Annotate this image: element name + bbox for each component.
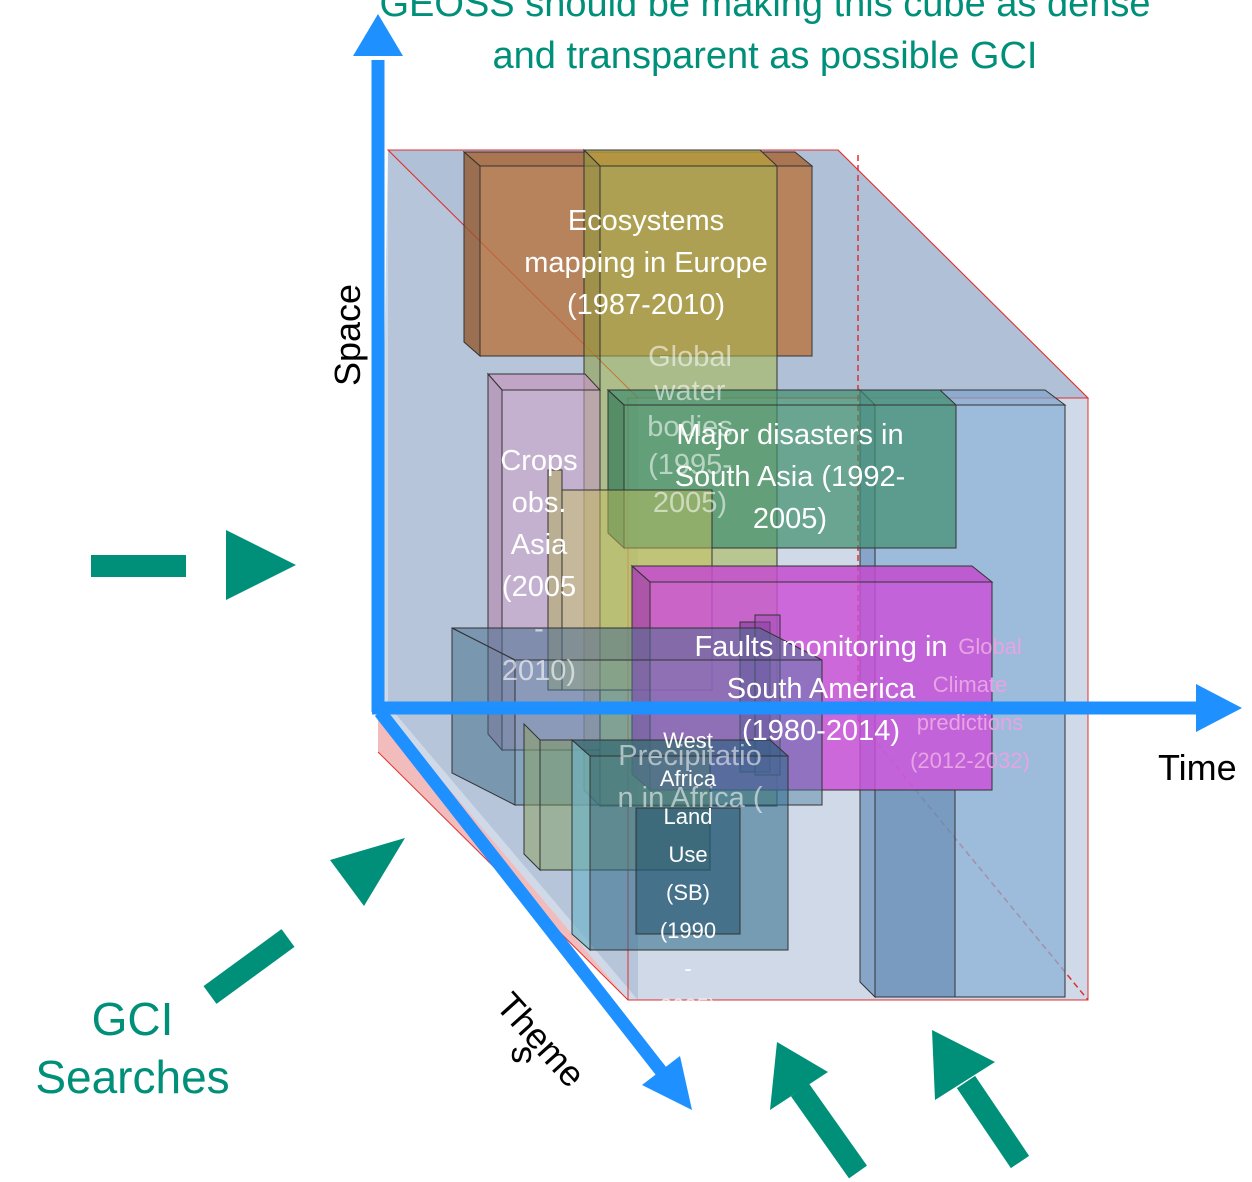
- themes-axis-line: [374, 707, 674, 1085]
- label-climate: Global Climate predictions (2012-2032): [910, 634, 1030, 773]
- label-water: Global water bodies (1995- 2005): [647, 341, 733, 519]
- label-disasters: Major disasters in South Asia (1992- 200…: [674, 419, 906, 535]
- box-westafrica: [570, 738, 790, 952]
- axes: [353, 14, 1242, 1110]
- label-crops: Crops obs. Asia (2005 - 2010): [500, 445, 578, 687]
- gci-arrows: [91, 530, 1030, 1179]
- time-axis-label: Time: [1158, 747, 1237, 788]
- label-westafrica: West Africa Land Use (SB) (1990 - 2005): [659, 728, 717, 1019]
- gci-bottom-arrowhead-2: [932, 1030, 995, 1100]
- gci-bottom-shaft-2: [956, 1075, 1030, 1169]
- label-ecosystems: Ecosystems mapping in Europe (1987-2010): [524, 205, 768, 321]
- gci-arrow-right: [226, 530, 296, 600]
- box-disasters: [606, 388, 958, 550]
- gci-searches-line-1: GCI: [91, 993, 174, 1045]
- gci-bottom-arrowhead-1: [770, 1042, 828, 1110]
- cube-edge-right: [837, 149, 1089, 399]
- title-line-2: and transparent as possible GCI: [492, 35, 1038, 77]
- themes-label-line-2: s: [498, 1046, 539, 1064]
- time-axis-arrowhead: [1196, 684, 1242, 732]
- diagram-title: GEOSS should be making this cube as dens…: [300, 0, 1230, 82]
- space-axis-label: Space: [327, 283, 368, 387]
- gci-lower-left-shaft: [203, 929, 295, 1004]
- box-climate-lower: [874, 789, 956, 998]
- label-precip: Precipitatio n in Africa (: [617, 740, 763, 814]
- gci-searches-label: GCI Searches: [20, 990, 245, 1106]
- themes-axis-arrowhead: [642, 1056, 692, 1110]
- space-axis-arrowhead: [353, 14, 403, 56]
- gci-dash-left: [91, 555, 186, 577]
- dataset-boxes: [451, 148, 1067, 999]
- gci-searches-line-2: Searches: [35, 1051, 230, 1103]
- title-line-1: GEOSS should be making this cube as dens…: [379, 0, 1151, 25]
- gci-bottom-shaft-1: [791, 1083, 867, 1179]
- label-faults: Faults monitoring in South America (1980…: [694, 631, 948, 747]
- gci-lower-left-arrowhead: [330, 838, 405, 906]
- cube-bottom-face: [378, 705, 628, 1000]
